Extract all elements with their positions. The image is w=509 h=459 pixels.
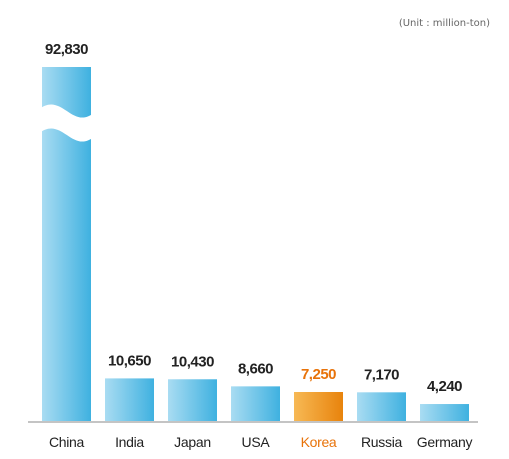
bar-japan (168, 379, 217, 421)
category-label-usa: USA (242, 434, 271, 450)
value-label-usa: 8,660 (238, 360, 273, 377)
value-label-korea: 7,250 (301, 366, 336, 383)
category-label-russia: Russia (361, 434, 403, 450)
value-label-india: 10,650 (108, 352, 151, 369)
unit-note: (Unit : million-ton) (399, 18, 490, 29)
axis-break-mark (38, 104, 95, 142)
bars-group (38, 67, 469, 421)
bar-korea (294, 392, 343, 421)
bar-usa (231, 386, 280, 421)
bar-germany (420, 404, 469, 421)
category-label-china: China (49, 434, 85, 450)
category-label-japan: Japan (174, 434, 211, 450)
value-label-russia: 7,170 (364, 366, 399, 383)
bar-india (105, 378, 154, 421)
category-label-korea: Korea (301, 434, 337, 450)
value-label-china: 92,830 (45, 41, 88, 58)
category-label-germany: Germany (417, 434, 473, 450)
value-label-japan: 10,430 (171, 353, 214, 370)
bar-russia (357, 392, 406, 421)
category-label-india: India (115, 434, 144, 450)
value-label-germany: 4,240 (427, 378, 462, 395)
